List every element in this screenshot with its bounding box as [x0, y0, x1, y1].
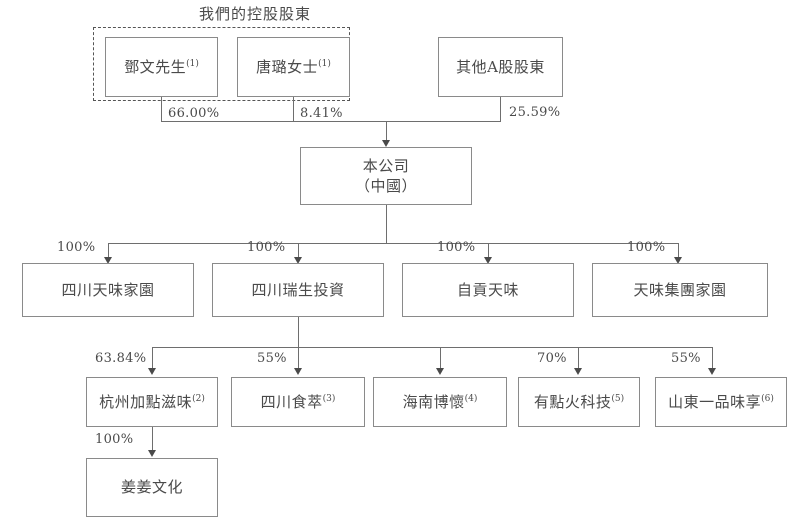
node-label: 海南博懷	[402, 392, 465, 411]
arrow-to-sub2	[294, 257, 302, 264]
node-label: 唐璐女士	[256, 57, 319, 76]
arrow-to-sub3-1	[148, 450, 156, 457]
arrow-to-sub3	[484, 257, 492, 264]
pct-deng-wen-to-company: 66.00%	[168, 106, 220, 121]
node-label: 四川天味家園	[61, 280, 155, 299]
pct-sub2-1-to-sub3-1: 100%	[95, 432, 134, 447]
connector-sub3-drop	[488, 243, 489, 260]
node-label: 有點火科技	[533, 392, 612, 411]
footnote-marker: (4)	[464, 393, 478, 404]
node-shareholder-deng-wen[interactable]: 鄧文先生(1)	[105, 37, 218, 97]
node-label: 四川食萃	[260, 392, 323, 411]
pct-sub2-to-sub2-5: 55%	[671, 351, 701, 366]
connector-sub2-1-drop2	[152, 427, 153, 452]
connector-sub2-3-drop	[440, 347, 441, 370]
footnote-marker: (1)	[318, 58, 331, 69]
connector-other-a-share-horizontal	[386, 121, 501, 122]
connector-sub2-4-drop	[578, 347, 579, 370]
connector-deng-wen-horizontal	[161, 121, 386, 122]
node-label: 天味集團家園	[633, 280, 727, 299]
node-label: 自貢天味	[456, 280, 519, 299]
node-hangzhou-jiadian-ziwei[interactable]: 杭州加點滋味(2)	[86, 377, 218, 427]
arrow-to-sub4	[674, 257, 682, 264]
node-shandong-yipin-weixiang[interactable]: 山東一品味享(6)	[655, 377, 787, 427]
connector-sub4-drop	[678, 243, 679, 260]
pct-sub2-to-sub2-4: 70%	[537, 351, 567, 366]
node-tianwei-jituan-jiayuan[interactable]: 天味集團家園	[592, 263, 768, 317]
connector-deng-wen-vertical	[161, 97, 162, 121]
footnote-marker: (6)	[761, 393, 774, 404]
node-label: 其他A股股東	[456, 57, 545, 76]
node-sichuan-tianwei-jiayuan[interactable]: 四川天味家園	[22, 263, 194, 317]
connector-sub2-2-drop	[298, 347, 299, 370]
connector-sub2-5-drop	[712, 347, 713, 370]
pct-tang-lu-to-company: 8.41%	[300, 106, 343, 121]
connector-sub2-drop2	[298, 317, 299, 347]
connector-row2-bus	[108, 243, 678, 244]
pct-company-to-sub1: 100%	[57, 240, 96, 255]
node-label-line1: 本公司	[362, 156, 410, 175]
connector-company-drop	[386, 205, 387, 243]
footnote-marker: (2)	[192, 393, 205, 404]
node-the-company[interactable]: 本公司 （中國）	[300, 147, 472, 205]
node-sichuan-shicui[interactable]: 四川食萃(3)	[231, 377, 365, 427]
node-label: 鄧文先生	[124, 57, 187, 76]
node-zigong-tianwei[interactable]: 自貢天味	[402, 263, 574, 317]
page-title: 我們的控股股東	[198, 5, 311, 23]
footnote-marker: (3)	[322, 393, 336, 404]
node-label: 四川瑞生投資	[251, 280, 345, 299]
node-sichuan-ruisheng-touzi[interactable]: 四川瑞生投資	[212, 263, 384, 317]
pct-sub2-to-sub2-2: 55%	[257, 351, 287, 366]
connector-other-a-share-vertical	[500, 97, 501, 121]
arrow-to-sub2-1	[148, 368, 156, 375]
node-hainan-bohuai[interactable]: 海南博懷(4)	[373, 377, 507, 427]
connector-row3-bus	[152, 347, 712, 348]
node-label: 杭州加點滋味	[99, 392, 193, 411]
footnote-marker: (5)	[611, 393, 625, 404]
arrow-to-company	[382, 140, 390, 147]
node-shareholder-tang-lu[interactable]: 唐璐女士(1)	[237, 37, 350, 97]
arrow-to-sub2-4	[574, 368, 582, 375]
connector-sub1-drop	[108, 243, 109, 260]
node-jiangjiang-wenhua[interactable]: 姜姜文化	[86, 458, 218, 517]
node-label: 山東一品味享	[668, 392, 762, 411]
pct-company-to-sub4: 100%	[627, 240, 666, 255]
connector-tang-lu-vertical	[293, 97, 294, 121]
arrow-to-sub2-3	[436, 368, 444, 375]
pct-company-to-sub2: 100%	[247, 240, 286, 255]
node-label: 姜姜文化	[120, 478, 183, 497]
connector-to-company-vertical	[386, 121, 387, 141]
arrow-to-sub1	[104, 257, 112, 264]
pct-other-a-share-to-company: 25.59%	[509, 105, 561, 120]
pct-company-to-sub3: 100%	[437, 240, 476, 255]
pct-sub2-to-sub2-1: 63.84%	[95, 351, 147, 366]
connector-sub2-1-drop	[152, 347, 153, 370]
connector-sub2-drop	[298, 243, 299, 260]
node-label-line2: （中國）	[354, 177, 417, 195]
node-youdianhuo-keji[interactable]: 有點火科技(5)	[518, 377, 640, 427]
footnote-marker: (1)	[186, 58, 199, 69]
arrow-to-sub2-5	[708, 368, 716, 375]
arrow-to-sub2-2	[294, 368, 302, 375]
node-other-a-share-shareholders[interactable]: 其他A股股東	[438, 37, 563, 97]
